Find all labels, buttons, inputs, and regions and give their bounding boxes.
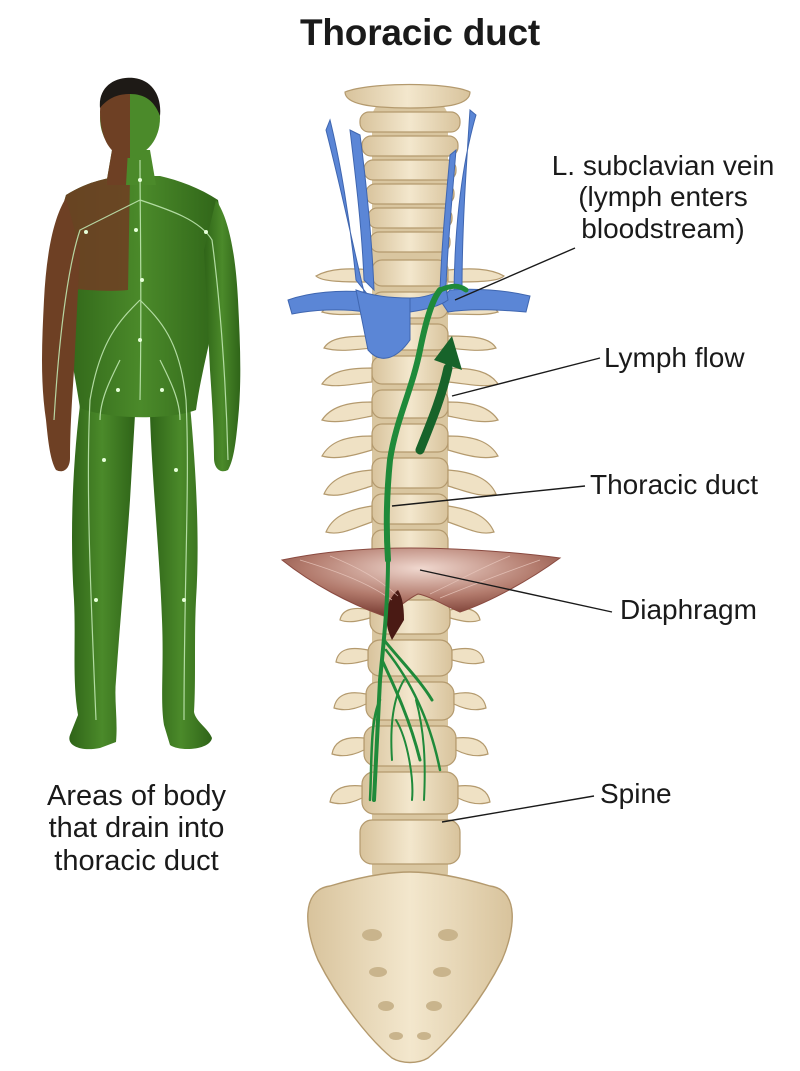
right-leg (150, 405, 212, 750)
diagram-title: Thoracic duct (300, 12, 540, 53)
veins (287, 108, 531, 359)
label-diaphragm: Diaphragm (620, 594, 757, 625)
label-spine: Spine (600, 778, 672, 809)
label-thoracic-duct: Thoracic duct (590, 469, 759, 500)
label-subclavian-vein: L. subclavian vein (lymph enters bloodst… (543, 150, 783, 244)
diaphragm-leader (419, 569, 613, 613)
label-subclavian-line2: (lymph enters (578, 181, 748, 213)
lymph-flow-arrow (415, 336, 462, 455)
label-lymph-flow: Lymph flow (604, 342, 745, 373)
label-areas-line1: Areas of body (47, 780, 226, 812)
label-subclavian-line3: bloodstream) (581, 212, 745, 244)
cervical-vertebrae (344, 83, 471, 253)
label-areas-line2: that drain into (48, 812, 225, 845)
sacrum (307, 871, 513, 1064)
thoracic-duct (368, 283, 469, 802)
lumbar-vertebrae (329, 599, 491, 865)
left-leg (69, 405, 135, 750)
label-subclavian-line1: L. subclavian vein (551, 150, 775, 181)
subclavian-leader (454, 247, 576, 301)
ribs (315, 268, 505, 534)
human-figure (42, 77, 241, 750)
thoracic-duct-leader (391, 485, 586, 507)
label-drain-areas: Areas of body that drain into thoracic d… (24, 780, 249, 877)
spine-leader (441, 795, 595, 823)
hair (99, 77, 161, 116)
lymph-flow-leader (451, 357, 601, 397)
label-areas-line3: thoracic duct (54, 844, 219, 877)
leader-lines (391, 247, 613, 823)
sacral-foramina (362, 929, 458, 1040)
